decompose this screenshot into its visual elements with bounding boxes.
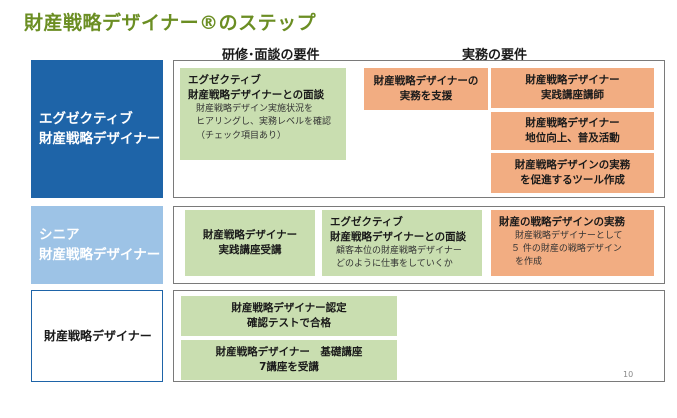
- box-senior-practice-d3: を作成: [515, 257, 543, 268]
- box-basic-cert: 財産戦略デザイナー認定 確認テストで合格: [181, 296, 397, 336]
- box-senior-course-line2: 実践講座受講: [218, 244, 282, 256]
- box-senior-practice-line1: 財産の戦略デザインの実務: [499, 216, 625, 228]
- box-senior-interview-line2: 財産戦略デザイナーとの面談: [330, 231, 467, 244]
- box-executive-status-line1: 財産戦略デザイナー: [525, 116, 620, 129]
- box-executive-tools: 財産戦略デザインの実務 を促進するツール作成: [491, 153, 654, 193]
- box-executive-interview-d3: （チェック項目あり）: [196, 130, 287, 141]
- box-senior-practice: 財産の戦略デザインの実務 財産戦略デザイナーとして ５ 件の財産の戦略デザイン …: [491, 210, 654, 276]
- box-senior-interview-d1: 顧客本位の財産戦略デザイナー: [336, 246, 462, 257]
- box-executive-support-line2: 実務を支援: [399, 90, 453, 102]
- box-executive-tools-line2: を促進するツール作成: [520, 174, 625, 186]
- box-executive-status-line2: 地位向上、普及活動: [525, 132, 620, 144]
- box-basic-course: 財産戦略デザイナー 基礎講座 7講座を受講: [181, 340, 397, 380]
- box-executive-lecturer-line1: 財産戦略デザイナー: [525, 73, 620, 86]
- level-executive-line1: エグゼクティブ: [39, 110, 133, 127]
- box-executive-interview-line1: エグゼクティブ: [188, 74, 261, 86]
- box-executive-support-line1: 財産戦略デザイナーの: [373, 74, 479, 87]
- level-senior-line2: 財産戦略デザイナー: [39, 247, 161, 263]
- level-senior: シニア 財産戦略デザイナー: [31, 206, 163, 284]
- level-senior-line1: シニア: [39, 226, 80, 243]
- level-executive-line2: 財産戦略デザイナー: [39, 131, 161, 147]
- box-executive-interview-line2: 財産戦略デザイナーとの面談: [188, 89, 325, 102]
- box-basic-cert-line1: 財産戦略デザイナー認定: [231, 301, 347, 314]
- level-basic-label: 財産戦略デザイナー: [44, 329, 152, 343]
- box-executive-support: 財産戦略デザイナーの 実務を支援: [364, 68, 488, 110]
- box-executive-interview-d1: 財産戦略デザイン実施状況を: [196, 104, 314, 115]
- box-basic-cert-line2: 確認テストで合格: [247, 317, 331, 329]
- box-executive-interview-d2: ヒアリングし、実務レベルを確認: [196, 117, 332, 128]
- box-senior-practice-d2: ５ 件の財産の戦略デザイン: [511, 244, 622, 255]
- page-number: 10: [623, 370, 634, 379]
- column-header-training: 研修･面談の要件: [222, 48, 320, 63]
- page-title: 財産戦略デザイナー®のステップ: [24, 12, 317, 34]
- box-senior-interview-d2: どのように仕事をしていくか: [336, 259, 453, 270]
- box-basic-course-line2: 7講座を受講: [259, 361, 319, 373]
- box-executive-status: 財産戦略デザイナー 地位向上、普及活動: [491, 112, 654, 150]
- column-header-practice: 実務の要件: [462, 48, 528, 63]
- box-executive-lecturer-line2: 実践講座講師: [541, 89, 604, 101]
- level-basic: 財産戦略デザイナー: [31, 290, 163, 382]
- box-executive-tools-line1: 財産戦略デザインの実務: [514, 158, 631, 171]
- box-executive-lecturer: 財産戦略デザイナー 実践講座講師: [491, 68, 654, 108]
- box-senior-course-line1: 財産戦略デザイナー: [202, 228, 298, 241]
- level-executive: エグゼクティブ 財産戦略デザイナー: [31, 60, 163, 198]
- box-executive-interview: エグゼクティブ 財産戦略デザイナーとの面談 財産戦略デザイン実施状況を ヒアリン…: [180, 68, 346, 160]
- box-senior-practice-d1: 財産戦略デザイナーとして: [515, 231, 623, 242]
- box-basic-course-line1: 財産戦略デザイナー 基礎講座: [215, 345, 363, 358]
- box-senior-interview: エグゼクティブ 財産戦略デザイナーとの面談 顧客本位の財産戦略デザイナー どのよ…: [322, 210, 482, 276]
- box-senior-course: 財産戦略デザイナー 実践講座受講: [185, 210, 315, 276]
- box-senior-interview-line1: エグゼクティブ: [330, 216, 403, 228]
